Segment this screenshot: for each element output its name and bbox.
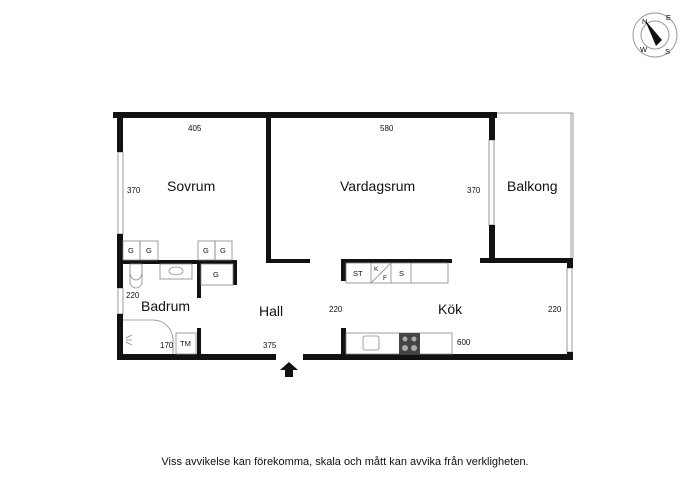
dim-vardagsrum-height: 370 (467, 186, 481, 195)
room-balkong: Balkong (507, 178, 558, 194)
dim-badrum-height: 220 (126, 291, 140, 300)
tumbler-label: TM (180, 339, 191, 348)
tumbler-box (175, 332, 197, 355)
dim-hall-height: 220 (329, 305, 343, 314)
wardrobe-label: G (128, 246, 134, 255)
kitchen-sink-icon (362, 335, 380, 351)
shower-head-icon (125, 334, 133, 346)
wardrobe-label: G (220, 246, 226, 255)
compass-n: N (642, 17, 647, 26)
dim-sovrum-width: 405 (188, 124, 202, 133)
dim-badrum-width: 170 (160, 341, 174, 350)
compass-e: E (666, 13, 671, 22)
room-badrum: Badrum (141, 298, 190, 314)
sink-basin-icon (168, 266, 184, 276)
fridge-k-label: K (374, 266, 379, 273)
wardrobe-2 (139, 240, 159, 261)
wardrobe-label: G (203, 246, 209, 255)
dim-vardagsrum-width: 580 (380, 124, 394, 133)
sink-icon (159, 263, 193, 280)
room-kok: Kök (438, 301, 463, 317)
room-sovrum: Sovrum (167, 178, 215, 194)
dim-hall-width: 375 (263, 341, 277, 350)
balcony-outline (495, 112, 574, 258)
shower-icon (123, 319, 174, 354)
dim-sovrum-height: 370 (127, 186, 141, 195)
room-vardagsrum: Vardagsrum (340, 178, 415, 194)
walls (113, 112, 573, 360)
kitchen-top-counter (345, 262, 449, 284)
windows (117, 139, 573, 353)
compass-icon: N E S W (632, 12, 678, 58)
freezer-label: ST (353, 269, 363, 278)
room-hall: Hall (259, 303, 283, 319)
toilet-icon (129, 263, 143, 289)
wardrobe-hall (200, 263, 234, 286)
compass-w: W (640, 45, 648, 54)
wardrobe-label: G (146, 246, 152, 255)
cabinet-label: S (399, 269, 404, 278)
compass-s: S (665, 47, 670, 56)
fridge-f-label: F (383, 275, 387, 282)
disclaimer-caption: Viss avvikelse kan förekomma, skala och … (161, 456, 529, 468)
entrance-arrow-icon (280, 362, 298, 377)
stove-icon (399, 333, 420, 354)
wardrobe-4 (214, 240, 233, 261)
wardrobe-label: G (213, 270, 219, 279)
dim-kok-height: 220 (548, 305, 562, 314)
dim-kok-width: 600 (457, 338, 471, 347)
